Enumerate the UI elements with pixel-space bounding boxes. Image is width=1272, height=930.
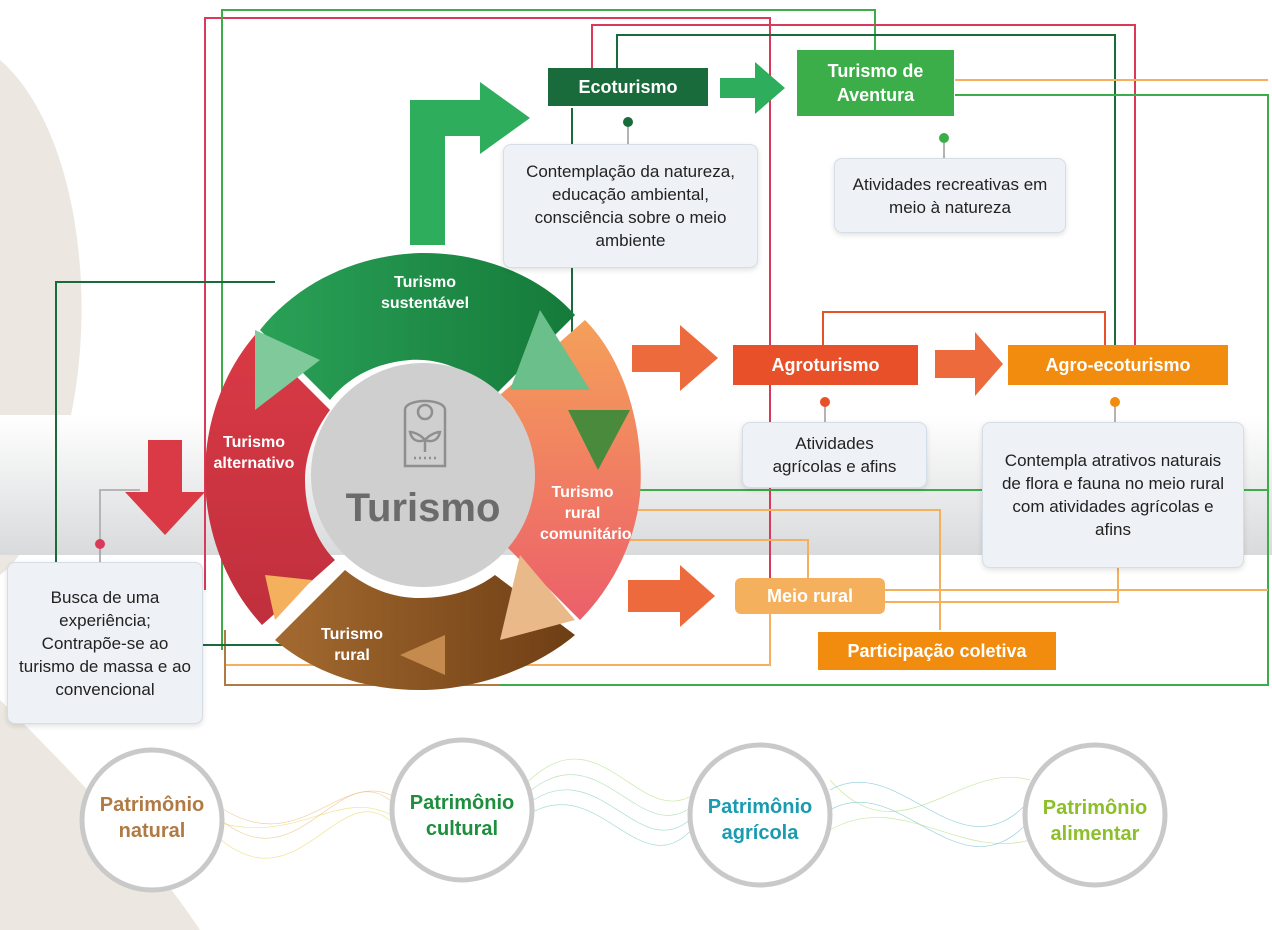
patrimonio-cultural-circle (389, 737, 535, 883)
arrow-to-aventura (720, 62, 785, 114)
ring-segment-rural (275, 570, 575, 690)
ring-chevron-4 (500, 555, 575, 640)
agroturismo-description: Atividades agrícolas e afins (742, 422, 927, 488)
ring-label-rural: Turismo rural (321, 626, 383, 664)
patrimonio-agricola-label: Patrimônio agrícola (707, 796, 813, 844)
patrimonio-waves (209, 758, 1031, 859)
arrow-to-agroturismo (632, 325, 718, 391)
aventura-description: Atividades recreativas em meio à naturez… (834, 158, 1066, 233)
alternativo-description: Busca de uma experiência; Contrapõe-se a… (7, 562, 203, 724)
patrimonio-alimentar-circle (1022, 742, 1168, 888)
patrimonio-alimentar-label: Patrimônio alimentar (1042, 797, 1148, 845)
arrow-to-ecoturismo (410, 82, 530, 245)
ring-chevron-6 (265, 575, 312, 620)
aventura-dot (939, 133, 949, 143)
ring-chevron-2 (510, 310, 590, 390)
patrimonio-cultural-label: Patrimônio cultural (409, 792, 515, 840)
center-circle (311, 363, 535, 587)
ring-label-rural-comunitario: Turismo rural comunitário (540, 484, 632, 543)
aventura-header: Turismo de Aventura (797, 50, 954, 116)
door-hanger-sprout-icon (403, 399, 447, 468)
patrimonio-natural-label: Patrimônio natural (99, 794, 205, 842)
arrow-to-meio-rural (628, 565, 715, 627)
agroecoturismo-dot (1110, 397, 1120, 407)
agroecoturismo-description: Contempla atrativos naturais de flora e … (982, 422, 1244, 568)
ring-segment-rural-comunitario (500, 320, 641, 620)
ring-segment-sustentavel (260, 252, 575, 400)
alternativo-dot (95, 539, 105, 549)
agroturismo-dot (820, 397, 830, 407)
ring-label-sustentavel: Turismo sustentável (380, 274, 470, 312)
ring-label-alternativo: Turismo alternativo (213, 434, 295, 472)
ring-chevron-5 (400, 635, 445, 675)
meio-rural-header: Meio rural (735, 578, 885, 614)
ecoturismo-dot (623, 117, 633, 127)
ring-chevron-3 (568, 410, 630, 470)
ring-segment-alternativo (205, 335, 335, 625)
patrimonio-natural-circle (79, 747, 225, 893)
agroecoturismo-header: Agro-ecoturismo (1008, 345, 1228, 385)
ecoturismo-description: Contemplação da natureza, educação ambie… (503, 144, 758, 268)
ring-chevron-1 (255, 330, 320, 410)
arrow-to-agroecoturismo (935, 332, 1003, 396)
arrow-down-alternativo (125, 440, 205, 535)
agroturismo-header: Agroturismo (733, 345, 918, 385)
patrimonio-agricola-circle (687, 742, 833, 888)
ecoturismo-header: Ecoturismo (548, 68, 708, 106)
center-title: Turismo (345, 485, 501, 530)
participacao-header: Participação coletiva (818, 632, 1056, 670)
